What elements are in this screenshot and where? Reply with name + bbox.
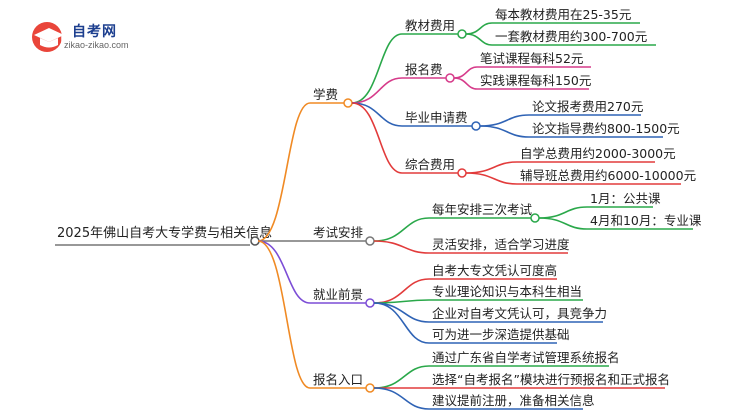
- connector-3-0: [373, 365, 430, 389]
- leaf-label-1-0-1: 4月和10月：专业课: [590, 213, 702, 228]
- leaf-label-0-0-0: 每本教材费用在25-35元: [495, 7, 631, 22]
- leaf-label-0-2-1: 论文指导费约800-1500元: [532, 121, 680, 136]
- leaf-label-0-1-0: 笔试课程每科52元: [480, 51, 583, 66]
- node-dot-0-1: [445, 73, 455, 83]
- leaf-label-0-2-0: 论文报考费用270元: [532, 99, 643, 114]
- connector-0-0-1: [465, 33, 493, 46]
- leaf-label-1-0-0: 1月：公共课: [590, 191, 661, 206]
- node-label-1-1: 灵活安排，适合学习进度: [432, 237, 570, 252]
- branch-label-1: 考试安排: [313, 225, 364, 240]
- node-label-2-0: 自考大专文凭认可度高: [432, 263, 557, 278]
- logo-title: 自考网: [72, 24, 117, 40]
- connector-0-1: [351, 77, 403, 104]
- node-label-0-1: 报名费: [405, 62, 443, 77]
- connector-0-2-0: [479, 114, 530, 127]
- node-label-2-2: 企业对自考文凭认可，具竞争力: [432, 306, 607, 321]
- node-label-3-0: 通过广东省自学考试管理系统报名: [432, 350, 620, 365]
- connector-1-0-0: [538, 206, 588, 219]
- connector-1-0-1: [538, 217, 588, 230]
- connector-0-1-0: [453, 66, 478, 79]
- connector-root-3: [257, 240, 311, 389]
- branch-label-3: 报名入口: [313, 372, 363, 387]
- node-label-0-3: 综合费用: [405, 157, 455, 172]
- node-dot-0-0: [457, 29, 467, 39]
- node-dot-1-0: [530, 213, 540, 223]
- leaf-label-0-0-1: 一套教材费用约300-700元: [495, 29, 647, 44]
- connector-0-3-0: [465, 161, 518, 174]
- node-label-2-3: 可为进一步深造提供基础: [432, 327, 570, 342]
- connector-0-3: [351, 102, 403, 174]
- graduation-cap-icon: [34, 28, 64, 48]
- connector-1-0: [373, 217, 430, 242]
- branch-label-0: 学费: [313, 87, 338, 102]
- node-label-2-1: 专业理论知识与本科生相当: [432, 284, 582, 299]
- connector-1-1: [373, 240, 430, 254]
- branch-node-0: [343, 98, 353, 108]
- branch-node-3: [365, 383, 375, 393]
- leaf-label-0-3-1: 辅导班总费用约6000-10000元: [520, 168, 696, 183]
- connector-0-0-0: [465, 22, 493, 35]
- root-node: [250, 236, 260, 246]
- connector-3-2: [373, 387, 430, 410]
- node-dot-0-3: [457, 168, 467, 178]
- node-label-3-2: 建议提前注册，准备相关信息: [432, 393, 595, 408]
- branch-node-1: [365, 236, 375, 246]
- connector-0-2-1: [479, 125, 530, 138]
- node-label-0-2: 毕业申请费: [405, 110, 468, 125]
- connector-0-2: [351, 102, 403, 127]
- node-label-0-0: 教材费用: [405, 18, 455, 33]
- connector-root-0: [257, 102, 311, 242]
- branch-label-2: 就业前景: [313, 287, 363, 302]
- connector-0-0: [351, 33, 403, 104]
- branch-node-2: [365, 298, 375, 308]
- leaf-label-0-3-0: 自学总费用约2000-3000元: [520, 146, 676, 161]
- connector-2-3: [373, 302, 430, 344]
- node-dot-0-2: [471, 121, 481, 131]
- logo-subtitle: zikao-zikao.com: [64, 40, 129, 50]
- node-label-3-1: 选择“自考报名”模块进行预报名和正式报名: [432, 372, 670, 387]
- connector-0-1-1: [453, 77, 478, 90]
- logo: 自考网 zikao-zikao.com: [28, 18, 148, 62]
- node-label-1-0: 每年安排三次考试: [432, 202, 533, 217]
- root-label: 2025年佛山自考大专学费与相关信息: [57, 225, 272, 241]
- connector-root-2: [257, 240, 311, 304]
- connector-0-3-1: [465, 172, 518, 185]
- leaf-label-0-1-1: 实践课程每科150元: [480, 73, 591, 88]
